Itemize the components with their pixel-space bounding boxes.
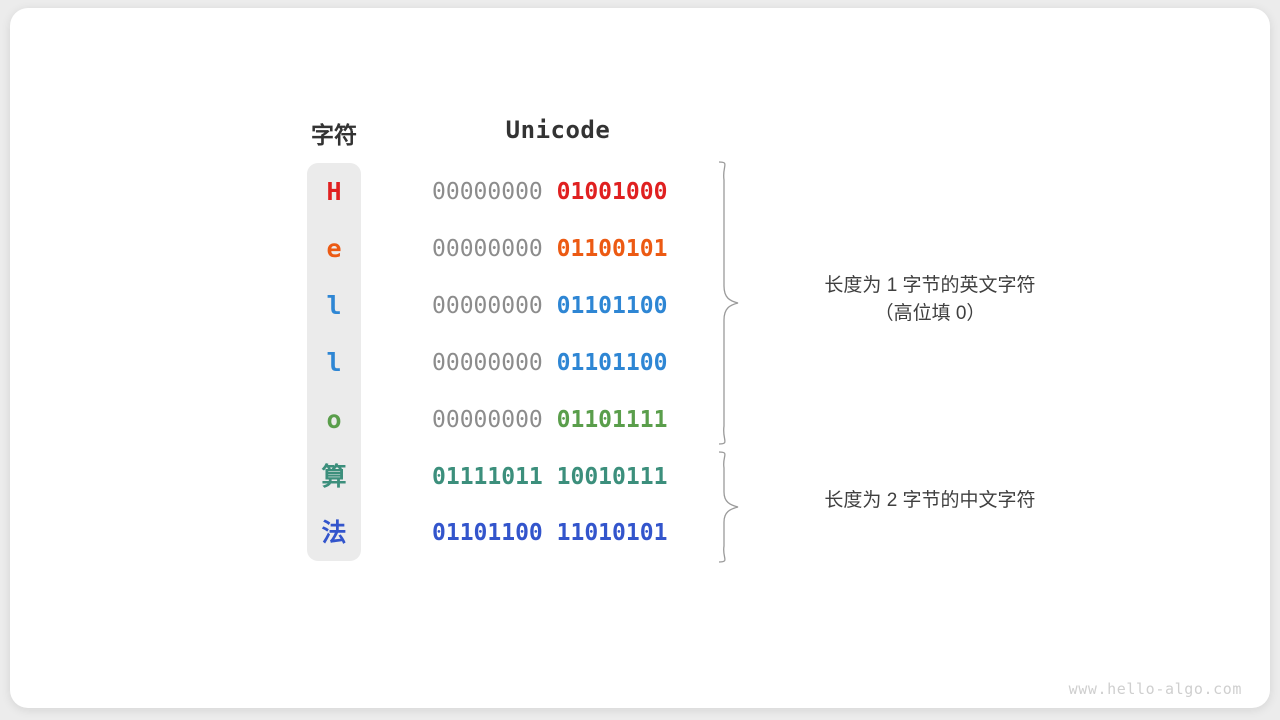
character-cell: H <box>326 177 342 206</box>
binary-high-byte: 00000000 <box>432 179 543 205</box>
column-header-unicode: Unicode <box>505 116 611 144</box>
binary-high-byte: 00000000 <box>432 407 543 433</box>
binary-low-byte: 11010101 <box>556 520 668 546</box>
binary-byte-separator <box>543 350 557 376</box>
binary-high-byte: 01111011 <box>432 464 543 490</box>
column-header-character: 字符 <box>311 122 357 148</box>
binary-low-byte: 01101111 <box>556 407 668 433</box>
character-cell: e <box>326 234 342 263</box>
binary-row: 00000000 01101111 <box>432 403 684 437</box>
binary-high-byte: 00000000 <box>432 293 543 319</box>
white-card <box>10 8 1270 708</box>
character-cell: 法 <box>321 519 347 547</box>
binary-low-byte: 01001000 <box>556 179 668 205</box>
binary-byte-separator <box>543 520 557 546</box>
binary-row: 00000000 01101100 <box>432 289 684 323</box>
binary-row: 01101100 11010101 <box>432 516 684 550</box>
character-cell: l <box>326 291 342 320</box>
binary-high-byte: 00000000 <box>432 350 543 376</box>
binary-byte-separator <box>543 236 557 262</box>
brace-group-1byte <box>718 161 739 445</box>
binary-byte-separator <box>543 407 557 433</box>
annotation-two-byte: 长度为 2 字节的中文字符 <box>824 490 1036 511</box>
binary-byte-separator <box>543 464 557 490</box>
binary-low-byte: 01101100 <box>556 293 668 319</box>
binary-low-byte: 01101100 <box>556 350 668 376</box>
character-cell: 算 <box>321 463 347 491</box>
binary-row: 00000000 01001000 <box>432 175 684 209</box>
character-cell: o <box>326 405 342 434</box>
binary-high-byte: 01101100 <box>432 520 543 546</box>
binary-byte-separator <box>543 179 557 205</box>
annotation-one-byte: 长度为 1 字节的英文字符 （高位填 0） <box>824 275 1036 324</box>
binary-byte-separator <box>543 293 557 319</box>
binary-row: 00000000 01101100 <box>432 346 684 380</box>
binary-low-byte: 10010111 <box>556 464 668 490</box>
binary-row: 00000000 01100101 <box>432 232 684 266</box>
character-cell: l <box>326 348 342 377</box>
watermark-url: www.hello-algo.com <box>1068 680 1242 698</box>
character-column-background <box>307 163 361 561</box>
binary-low-byte: 01100101 <box>556 236 668 262</box>
brace-group-2byte <box>718 451 739 563</box>
binary-high-byte: 00000000 <box>432 236 543 262</box>
binary-row: 01111011 10010111 <box>432 460 684 494</box>
